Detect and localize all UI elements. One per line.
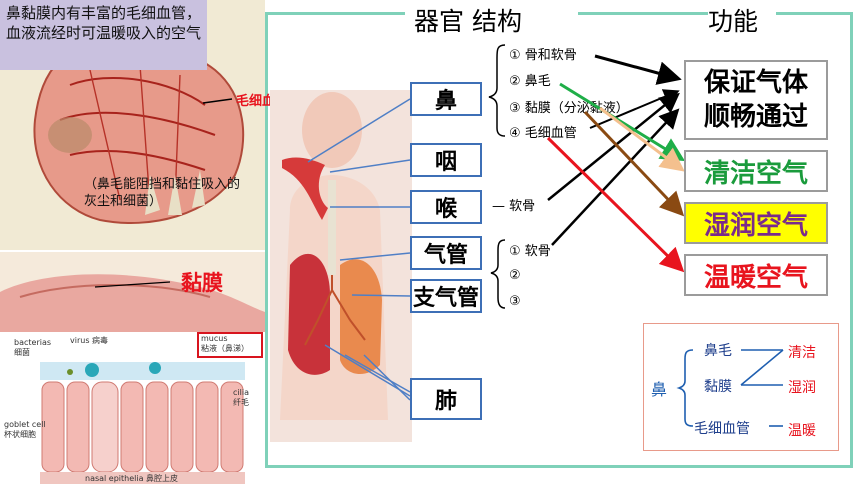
summary-result-clean: 清洁: [788, 345, 816, 361]
cilia-en: cilia: [233, 388, 249, 397]
summary-item-capillary: 毛细血管: [694, 421, 750, 437]
virus-label: virus 病毒: [70, 336, 109, 345]
function-clean: 清洁空气: [684, 150, 828, 192]
mucus-en: mucus: [201, 334, 228, 343]
larynx-structure-cartilage: — 软骨: [492, 199, 536, 214]
bacteria-cn: 细菌: [14, 348, 30, 357]
nose-structure-capillary: ④ 毛细血管: [509, 126, 577, 141]
mucosa-callout: 鼻黏膜内有丰富的毛细血管，血液流经时可温暖吸入的空气: [0, 0, 207, 70]
organ-pharynx: 咽: [410, 143, 482, 177]
summary-box: [643, 323, 839, 451]
organ-nose: 鼻: [410, 82, 482, 116]
mucosa-illustration: [0, 252, 265, 332]
nose-structure-bone: ① 骨和软骨: [509, 48, 577, 63]
mucosa-label: 黏膜: [181, 271, 223, 295]
nose-structure-mucosa: ③ 黏膜（分泌黏液）: [509, 101, 629, 116]
function-warm: 温暖空气: [684, 254, 828, 296]
summary-result-warm: 温暖: [788, 423, 816, 439]
frame-top-line-1: [265, 12, 405, 15]
frame-top-line-3: [776, 12, 852, 15]
mucus-label-box: [197, 332, 263, 358]
summary-lines: [676, 349, 784, 427]
summary-item-hair: 鼻毛: [704, 343, 732, 359]
goblet-en: goblet cell: [4, 420, 46, 429]
summary-item-mucosa: 黏膜: [704, 379, 732, 395]
organ-larynx: 喉: [410, 190, 482, 224]
header-organ-structure: 器官 结构: [414, 7, 522, 36]
arrow-capillary-to-warm: [546, 136, 685, 273]
function-passage-line2: 顺畅通过: [703, 102, 808, 132]
summary-nose: 鼻: [651, 380, 668, 399]
trachea-structure-cartilage: ① 软骨: [509, 244, 551, 259]
frame-bottom-line: [265, 465, 853, 468]
frame-top-line-2: [578, 12, 708, 15]
summary-result-moist: 湿润: [788, 380, 816, 396]
arrow-capillary-to-passage: [589, 89, 680, 129]
frame-right-line: [850, 12, 853, 468]
trachea-structure-2: ②: [509, 268, 521, 283]
mucus-cn: 粘液（鼻涕）: [201, 344, 249, 353]
cilia-cn: 纤毛: [233, 398, 249, 407]
arrow-mucosa-to-moist: [583, 110, 685, 217]
function-moist: 湿润空气: [684, 202, 828, 244]
organ-trachea: 气管: [410, 236, 482, 270]
arrow-hair-to-clean: [559, 82, 686, 162]
frame-left-line: [265, 12, 268, 468]
nose-structure-hair: ② 鼻毛: [509, 74, 551, 89]
bacteria-en: bacterias: [14, 338, 52, 347]
epithelia-label: nasal epithelia 鼻腔上皮: [85, 474, 179, 483]
arrow-bone-to-passage: [594, 54, 682, 85]
goblet-cn: 杯状细胞: [4, 430, 36, 439]
function-passage-line1: 保证气体: [703, 68, 808, 98]
organ-bronchus: 支气管: [410, 279, 482, 313]
arrow-larynx-to-passage: [547, 92, 680, 201]
header-function: 功能: [708, 7, 759, 36]
organ-lung: 肺: [410, 378, 482, 420]
trachea-structure-3: ③: [509, 294, 521, 309]
arrow-mucosa-to-clean: [599, 106, 685, 172]
nasal-hair-note: （鼻毛能阻挡和黏住吸入的灰尘和细菌）: [84, 177, 241, 209]
arrow-trachea-to-passage: [551, 108, 680, 246]
function-passage: 保证气体 顺畅通过: [684, 60, 828, 140]
